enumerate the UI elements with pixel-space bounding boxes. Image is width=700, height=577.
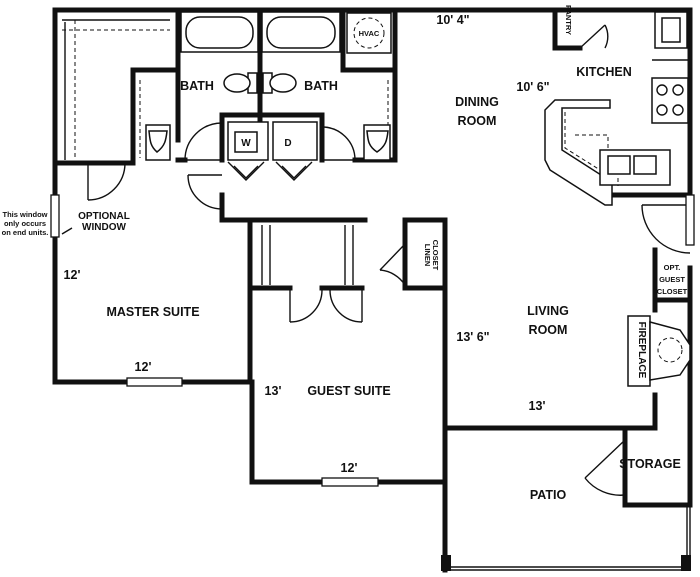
entry-door	[641, 204, 691, 254]
entry-window	[685, 194, 695, 246]
hvac-unit: HVAC	[346, 12, 392, 54]
linen-closet-line2: CLOSET	[431, 240, 440, 271]
patio-label: PATIO	[530, 488, 567, 502]
kitchen-counters	[544, 11, 689, 206]
patio-edges	[441, 505, 691, 571]
guest-width-label: 12'	[341, 461, 358, 475]
living-depth-label: 13' 6"	[456, 330, 489, 344]
dryer-label: D	[284, 138, 291, 149]
pantry-label: PANTRY	[564, 5, 573, 35]
fireplace	[627, 315, 691, 387]
guest-depth-label: 13'	[265, 384, 282, 398]
dining-label-line1: DINING	[455, 95, 499, 109]
optional-window-line2: WINDOW	[82, 222, 126, 233]
toilet-left-icon	[223, 72, 258, 94]
linen-closet-line1: LINEN	[423, 244, 432, 267]
opt-guest-closet-line1: OPT.	[664, 263, 681, 272]
sink-left-icon	[145, 124, 171, 161]
opt-guest-closet-line2: GUEST	[659, 275, 685, 284]
master-window	[126, 377, 183, 387]
master-suite-label: MASTER SUITE	[106, 305, 199, 319]
master-closet-door	[87, 162, 126, 201]
master-depth-label: 12'	[64, 268, 81, 282]
window-note-line1: This window	[3, 210, 48, 219]
storage-label: STORAGE	[619, 457, 681, 471]
washer: W	[227, 121, 269, 181]
opt-guest-closet-line3: CLOSET	[657, 287, 688, 296]
living-width-label: 13'	[529, 399, 546, 413]
master-door	[187, 174, 223, 210]
pantry-door	[579, 24, 609, 49]
bathtub-left	[180, 11, 259, 53]
bathtub-right	[261, 11, 341, 53]
window-note-line3: on end units.	[2, 228, 49, 237]
master-width-label: 12'	[135, 360, 152, 374]
kitchen-label: KITCHEN	[576, 65, 632, 79]
storage-door	[584, 439, 626, 496]
dryer: D	[272, 121, 318, 181]
bath-left-label: BATH	[180, 79, 214, 93]
living-label-line1: LIVING	[527, 304, 569, 318]
guest-suite-label: GUEST SUITE	[307, 384, 390, 398]
hall-closet-door	[289, 288, 363, 323]
optional-window-line1: OPTIONAL	[78, 211, 130, 222]
washer-label: W	[241, 138, 251, 149]
window-arrow	[61, 227, 73, 235]
window-note-line2: only occurs	[4, 219, 46, 228]
dining-width-label: 10' 4"	[436, 13, 469, 27]
closet-details	[62, 19, 389, 285]
toilet-right-icon	[262, 72, 297, 94]
linen-door	[379, 243, 406, 286]
fireplace-label: FIREPLACE	[636, 322, 647, 379]
dining-depth-label: 10' 6"	[516, 80, 549, 94]
bath-door-left	[184, 122, 223, 161]
interior-walls	[52, 7, 693, 508]
guest-window	[321, 477, 379, 487]
dining-label-line2: ROOM	[458, 114, 497, 128]
optional-window	[50, 194, 60, 238]
bath-right-label: BATH	[304, 79, 338, 93]
bath-door-right	[321, 126, 356, 161]
living-label-line2: ROOM	[529, 323, 568, 337]
hvac-label: HVAC	[359, 29, 380, 38]
sink-right-icon	[363, 124, 391, 161]
